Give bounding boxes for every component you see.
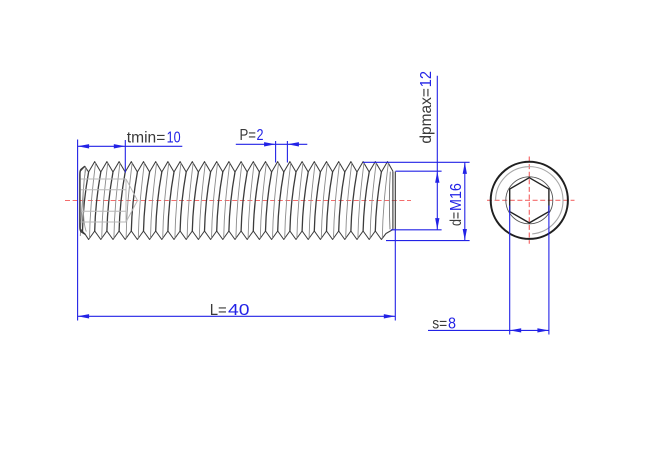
svg-text:P=: P= xyxy=(240,127,257,144)
svg-text:tmin=: tmin= xyxy=(127,129,166,146)
svg-text:M16: M16 xyxy=(448,183,465,211)
svg-text:10: 10 xyxy=(167,129,181,146)
svg-text:d=: d= xyxy=(448,212,465,226)
svg-text:12: 12 xyxy=(418,71,435,87)
svg-text:40: 40 xyxy=(228,302,250,319)
svg-text:s=: s= xyxy=(432,316,447,333)
svg-text:dpmax=: dpmax= xyxy=(418,88,435,144)
svg-text:2: 2 xyxy=(257,127,264,144)
svg-text:8: 8 xyxy=(448,316,456,333)
svg-text:L=: L= xyxy=(210,302,227,319)
